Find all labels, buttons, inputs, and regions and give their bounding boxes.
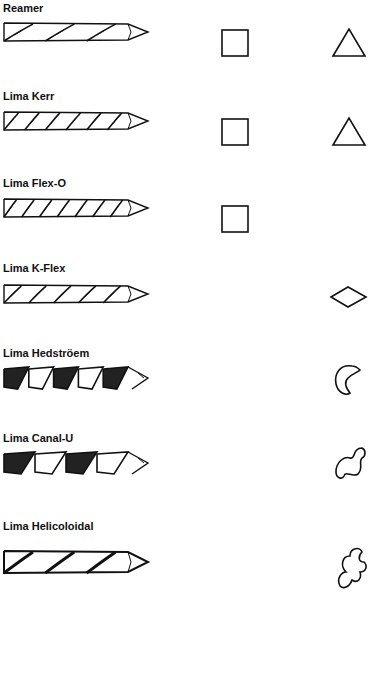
square-section [222,119,248,145]
square-section [222,30,248,56]
file-instrument [4,367,148,389]
u-section [336,448,365,478]
instrument-name: Lima Kerr [3,90,54,102]
instruments [4,23,148,573]
file-instrument [4,285,148,303]
instrument-name: Lima Canal-U [3,432,73,444]
file-instrument [4,23,148,41]
instrument-name: Reamer [3,2,43,14]
instrument-name: Lima Helicoloidal [3,520,93,532]
teardrop-section [336,366,360,394]
cross-sections [222,29,366,588]
file-instrument [4,199,148,217]
triple-helix-section [339,549,366,588]
file-instrument [4,551,148,573]
instrument-name: Lima K-Flex [3,262,65,274]
instrument-name: Lima Flex-O [3,177,66,189]
file-instrument [4,452,148,474]
triangle-section [333,29,365,56]
triangle-section [333,118,365,145]
instrument-name: Lima Hedströem [3,347,89,359]
rhombus-section [331,287,366,307]
file-instrument [4,112,148,130]
square-section [222,206,248,232]
